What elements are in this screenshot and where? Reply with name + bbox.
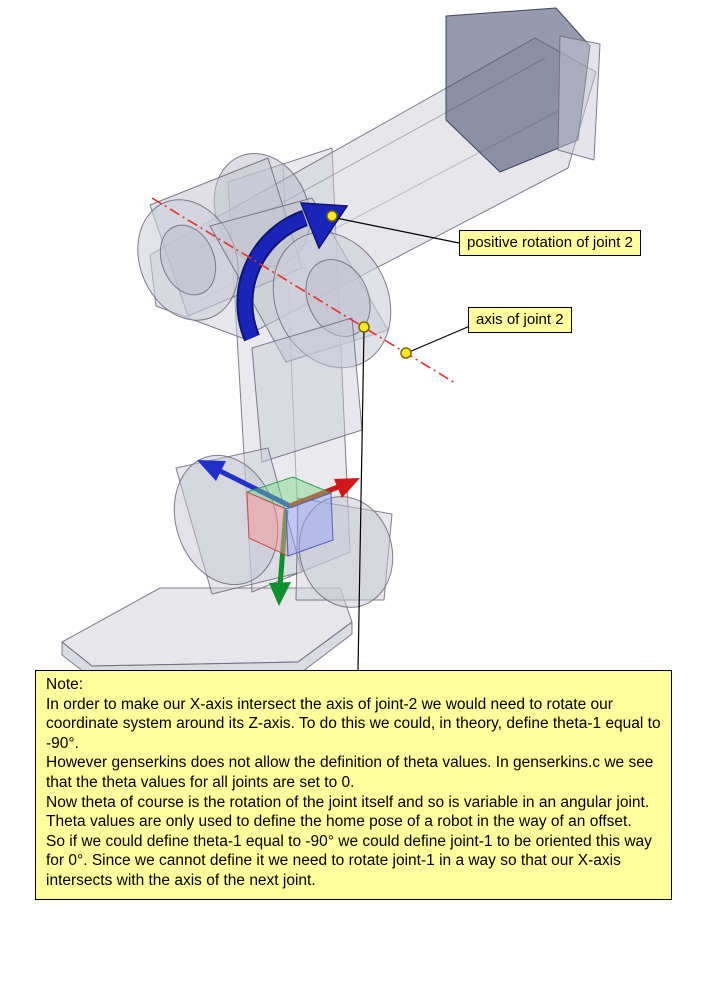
marker-dot-rotation bbox=[326, 210, 338, 222]
coordinate-frame bbox=[197, 460, 360, 606]
frame-z-arrowhead-icon bbox=[197, 460, 226, 481]
leader-axis-label bbox=[408, 325, 471, 353]
frame-x-axis bbox=[289, 484, 339, 509]
leader-axis-to-note bbox=[357, 328, 365, 671]
frame-z-axis bbox=[216, 467, 292, 509]
robot-base-skirt bbox=[61, 621, 353, 680]
note-paragraph: However genserkins does not allow the de… bbox=[46, 754, 654, 791]
note-paragraph: Now theta of course is the rotation of t… bbox=[46, 793, 650, 831]
frame-cube-right bbox=[285, 492, 334, 557]
robot-forearm-side bbox=[557, 35, 601, 161]
note-paragraph: So if we could define theta-1 equal to -… bbox=[46, 832, 652, 889]
label-axis-joint2: axis of joint 2 bbox=[468, 307, 572, 333]
leader-rotation-label bbox=[335, 217, 460, 244]
frame-y-arrowhead-icon bbox=[269, 582, 291, 606]
note-paragraph: In order to make our X-axis intersect th… bbox=[46, 695, 661, 752]
note-box: Note: In order to make our X-axis inters… bbox=[35, 670, 672, 900]
frame-x-arrowhead-icon bbox=[334, 478, 360, 498]
label-positive-rotation-joint2: positive rotation of joint 2 bbox=[459, 230, 641, 256]
marker-dot-axis-far bbox=[400, 347, 412, 359]
marker-dot-axis-near bbox=[358, 321, 370, 333]
note-title: Note: bbox=[46, 676, 84, 693]
